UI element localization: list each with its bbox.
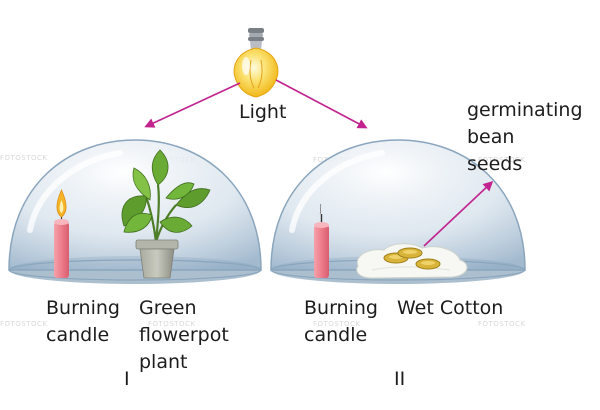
watermark-text: FOTOSTOCK <box>478 156 526 164</box>
light-label: Light <box>239 101 287 123</box>
plant-icon <box>121 149 211 243</box>
wet-cotton-label: Wet Cotton <box>397 297 504 319</box>
flowerpot-icon <box>135 239 179 279</box>
watermark-text: FOTOSTOCK <box>313 320 361 328</box>
cotton-icon <box>356 243 468 279</box>
light-arrow-right <box>275 79 368 129</box>
candle-left-label-line-1: Burning <box>46 297 120 319</box>
plant-label-line-1: Green <box>139 297 197 319</box>
candle-left-label-line-2: candle <box>46 324 110 346</box>
candle-icon <box>54 189 69 278</box>
plant-label-line-2: flowerpot <box>139 324 229 346</box>
candle-right-label-line-1: Burning <box>304 297 378 319</box>
bean-seed-icon <box>383 247 441 270</box>
seeds-label-line-2: bean <box>467 126 515 148</box>
seeds-pointer-arrow <box>423 180 494 247</box>
candle-right-label-line-2: candle <box>304 324 368 346</box>
seeds-label-line-3: seeds <box>467 153 523 175</box>
candle-icon <box>314 203 329 278</box>
light-arrow-left <box>144 82 241 128</box>
setup-1-label: I <box>124 368 130 390</box>
watermark-text: FOTOSTOCK <box>478 320 526 328</box>
seeds-label-line-1: germinating <box>467 99 583 121</box>
light-bulb-icon <box>233 7 279 98</box>
plant-label-line-3: plant <box>139 351 188 373</box>
watermark-text: FOTOSTOCK <box>0 320 48 328</box>
setup-2-label: II <box>394 368 406 390</box>
watermark-text: FOTOSTOCK <box>148 320 196 328</box>
watermark-text: FOTOSTOCK <box>0 154 48 162</box>
